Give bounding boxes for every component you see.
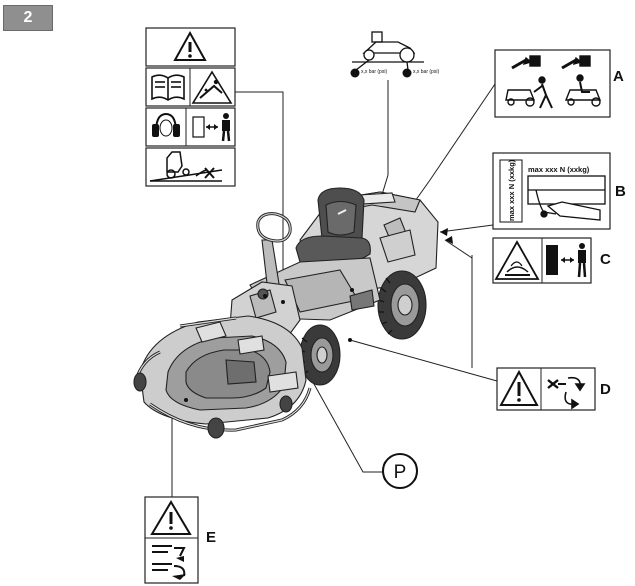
parking-brake-icon: P [382, 453, 418, 489]
figure-number-badge: 2 [3, 5, 53, 31]
decal-b: max xxx N (xxkg) max xxx N (xxkg) [492, 152, 611, 230]
max-load-vertical-label: max xxx N (xxkg) [507, 159, 516, 221]
callout-c-letter: C [600, 251, 611, 268]
decal-warning-top [145, 27, 236, 67]
decal-e [144, 496, 199, 584]
decal-d [496, 367, 596, 411]
max-load-label: max xxx N (xxkg) [528, 165, 590, 174]
decal-tire-pressure: x,x bar (psi) x,x bar (psi) [350, 31, 439, 78]
decal-c [492, 237, 592, 284]
keep-distance-icon [192, 113, 231, 142]
callout-a-letter: A [613, 68, 624, 85]
thrown-objects-icon [191, 70, 233, 104]
callout-e-letter: E [206, 529, 216, 546]
manual-icon [151, 74, 185, 101]
leader-end-dots [184, 228, 453, 402]
rotating-blade-icon [494, 240, 540, 280]
decal-slope [145, 147, 236, 187]
keep-distance-icon [546, 243, 587, 278]
ear-protection-icon [152, 112, 180, 137]
lift-icon [505, 55, 602, 109]
warning-icon [150, 500, 192, 535]
tire-pressure-icon [352, 31, 424, 71]
slope-icon [149, 151, 223, 182]
ride-on-mower-illustration [133, 187, 439, 439]
warning-icon [499, 369, 539, 406]
decal-manual-thrown [145, 67, 236, 107]
decal-a [494, 49, 611, 118]
parking-brake-letter: P [394, 462, 407, 483]
load-icon [527, 175, 606, 221]
callout-b-letter: B [615, 183, 626, 200]
pressure-left-label: x,x bar (psi) [361, 69, 387, 75]
pressure-right-label: x,x bar (psi) [413, 69, 439, 75]
cutting-height-icon [152, 545, 186, 580]
decal-ear-distance [145, 107, 236, 147]
rotation-icon [547, 376, 586, 410]
callout-d-letter: D [600, 381, 611, 398]
warning-icon [173, 30, 207, 61]
